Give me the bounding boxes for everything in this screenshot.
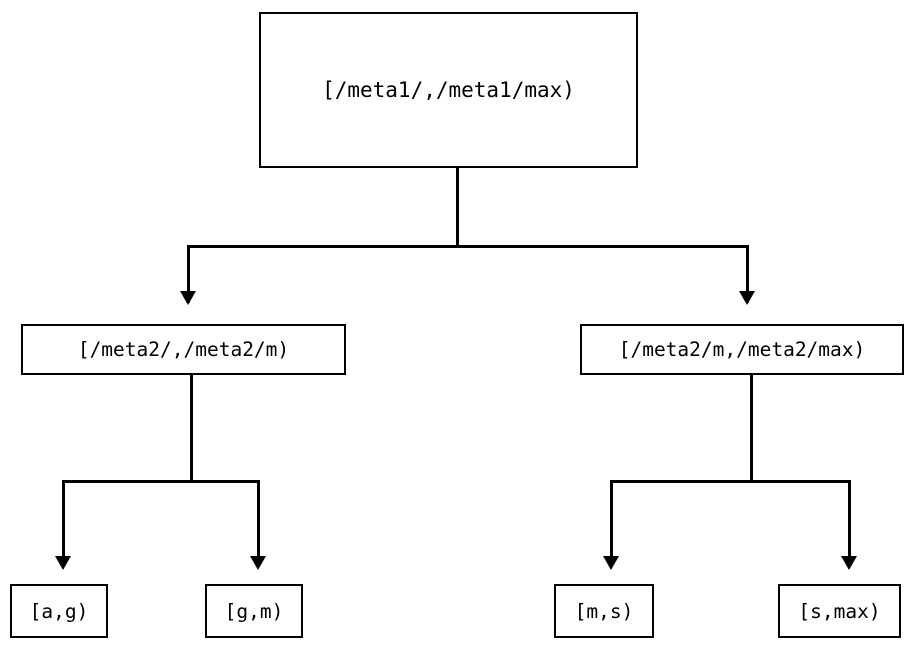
node-mid-left[interactable]: [/meta2/,/meta2/m): [21, 324, 346, 375]
node-leaf-ms[interactable]: [m,s): [554, 584, 654, 638]
edge-mid-left-bus: [62, 480, 260, 483]
arrow-root-to-mid-left: [180, 291, 196, 305]
node-leaf-smax[interactable]: [s,max): [778, 584, 901, 638]
edge-mid-right-bus: [610, 480, 851, 483]
node-mid-right[interactable]: [/meta2/m,/meta2/max): [580, 324, 904, 375]
arrow-mid-right-to-leaf-ms: [603, 556, 619, 570]
node-leaf-ag[interactable]: [a,g): [10, 584, 108, 638]
node-leaf-gm[interactable]: [g,m): [205, 584, 303, 638]
edge-root-bus: [187, 245, 749, 248]
edge-mid-right-stem: [750, 375, 753, 482]
arrow-mid-left-to-leaf-ag: [55, 556, 71, 570]
arrow-mid-right-to-leaf-smax: [841, 556, 857, 570]
edge-mid-left-stem: [190, 375, 193, 482]
arrow-root-to-mid-right: [739, 291, 755, 305]
edge-mid-left-to-leaf-ag-drop: [62, 480, 65, 563]
edge-mid-left-to-leaf-gm-drop: [257, 480, 260, 563]
edge-root-to-mid-right-drop: [746, 245, 749, 303]
edge-mid-right-to-leaf-ms-drop: [610, 480, 613, 563]
node-root[interactable]: [/meta1/,/meta1/max): [259, 12, 638, 168]
arrow-mid-left-to-leaf-gm: [250, 556, 266, 570]
edge-root-stem: [456, 168, 459, 248]
edge-root-to-mid-left-drop: [187, 245, 190, 303]
edge-mid-right-to-leaf-smax-drop: [848, 480, 851, 563]
